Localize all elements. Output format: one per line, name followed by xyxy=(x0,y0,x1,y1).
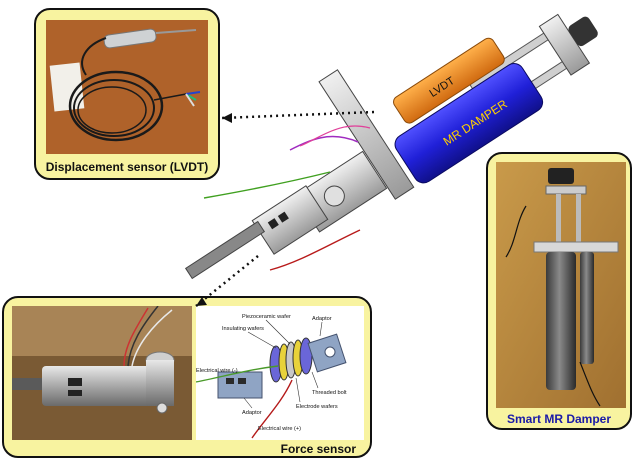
top-clevis xyxy=(548,168,574,184)
damper-photo xyxy=(496,162,626,408)
damper-cylinder xyxy=(546,252,576,390)
top-bracket xyxy=(467,13,598,119)
label-electrode-wafers: Electrode wafers xyxy=(296,404,338,410)
lvdt-leader xyxy=(221,110,375,120)
force-photo-drawing xyxy=(12,306,192,440)
label-piezoceramic-wafer: Piezoceramic wafer xyxy=(242,314,291,320)
threaded-rod xyxy=(12,378,46,390)
positive-wire xyxy=(251,379,293,439)
force-caption: Force sensor xyxy=(280,442,356,456)
force-photo xyxy=(12,306,192,440)
sensor-adapter-block xyxy=(251,185,329,255)
label-adaptor-bottom: Adaptor xyxy=(242,410,262,416)
lower-block xyxy=(294,150,388,233)
lvdt-photo xyxy=(46,20,208,154)
force-sensor-schematic: Piezoceramic wafer Adaptor Insulating wa… xyxy=(195,306,364,440)
label-electrical-wire-neg: Electrical wire (-) xyxy=(196,368,238,374)
lvdt-panel: Displacement sensor (LVDT) xyxy=(34,8,220,180)
damper-photo-drawing xyxy=(496,162,626,408)
force-schematic-drawing: Piezoceramic wafer Adaptor Insulating wa… xyxy=(195,314,347,439)
damper-label: MR DAMPER xyxy=(441,97,510,149)
force-panel: Piezoceramic wafer Adaptor Insulating wa… xyxy=(2,296,372,458)
label-threaded-bolt: Threaded bolt xyxy=(312,390,347,396)
pink-wire xyxy=(299,125,371,147)
lvdt-caption: Displacement sensor (LVDT) xyxy=(45,160,209,174)
label-adaptor-top: Adaptor xyxy=(312,316,332,322)
label-insulating-wafers: Insulating wafers xyxy=(222,326,264,332)
lvdt-label: LVDT xyxy=(427,75,457,100)
green-wire-3d xyxy=(203,171,331,199)
red-wire-3d xyxy=(269,229,361,271)
lvdt-photo-drawing xyxy=(46,20,208,154)
sensor-body xyxy=(42,366,162,406)
lvdt-body xyxy=(103,28,157,49)
label-electrical-wire-pos: Electrical wire (+) xyxy=(258,426,301,432)
main-plate xyxy=(318,69,415,200)
middle-bracket xyxy=(533,241,619,253)
lvdt-cylinder: LVDT xyxy=(393,37,505,124)
damper-caption: Smart MR Damper xyxy=(506,412,612,426)
negative-wire xyxy=(195,365,279,383)
threaded-rod-3d xyxy=(184,220,266,280)
purple-wire xyxy=(289,135,359,151)
cable-coil xyxy=(68,70,164,142)
damper-panel: Smart MR Damper xyxy=(486,152,632,430)
